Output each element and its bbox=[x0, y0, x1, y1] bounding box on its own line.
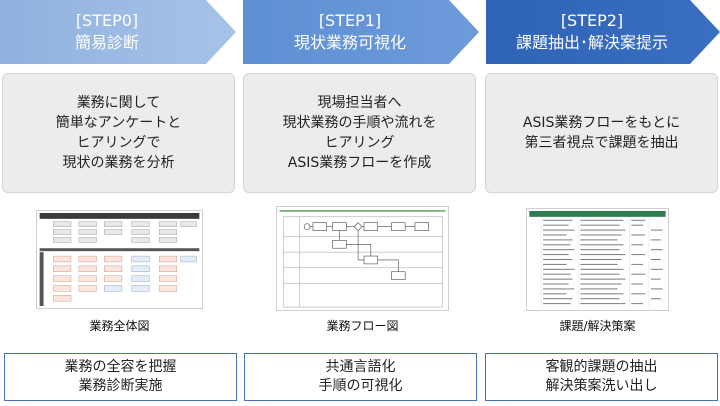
step0-chevron: [STEP0] 簡易診断 bbox=[0, 0, 236, 64]
step2-description-box: ASIS業務フローをもとに 第三者視点で課題を抽出 bbox=[485, 73, 718, 193]
step1-result-line: 手順の可視化 bbox=[318, 378, 403, 394]
step1-description-line: 現場担当者へ bbox=[317, 95, 402, 111]
business-overview-thumbnail bbox=[36, 210, 203, 309]
step2-title: 課題抽出･解決案提示 bbox=[515, 33, 668, 52]
step0-title: 簡易診断 bbox=[74, 33, 139, 52]
step2-chevron: [STEP2] 課題抽出･解決案提示 bbox=[486, 0, 720, 64]
step0-result-line: 業務の全容を把握 bbox=[64, 359, 177, 375]
step1-caption: 業務フロー図 bbox=[326, 319, 399, 333]
issue-table-image bbox=[527, 209, 668, 310]
step0-description-line: 業務に関して bbox=[76, 95, 161, 111]
step2-result-line: 解決策案洗い出し bbox=[545, 378, 658, 394]
business-flow-image bbox=[277, 207, 448, 310]
step2-code: [STEP2] bbox=[560, 11, 624, 30]
step0-description-line: ヒアリングで bbox=[76, 135, 161, 151]
step1-description-line: ヒアリング bbox=[324, 135, 395, 151]
step0-description-line: 現状の業務を分析 bbox=[62, 155, 175, 171]
step1-title: 現状業務可視化 bbox=[293, 33, 406, 52]
step0-description-line: 簡単なアンケートと bbox=[55, 115, 182, 131]
step1-description-line: ASIS業務フローを作成 bbox=[287, 155, 432, 171]
step0-result-line: 業務診断実施 bbox=[78, 378, 163, 394]
business-overview-image bbox=[37, 211, 202, 308]
step0-caption: 業務全体図 bbox=[89, 319, 150, 333]
step2-description-line: ASIS業務フローをもとに bbox=[522, 115, 681, 131]
step2-result-box: 客観的課題の抽出 解決策案洗い出し bbox=[485, 353, 718, 401]
step0-description-box: 業務に関して 簡単なアンケートと ヒアリングで 現状の業務を分析 bbox=[2, 73, 235, 193]
business-flow-thumbnail bbox=[276, 206, 449, 311]
step0-result-box: 業務の全容を把握 業務診断実施 bbox=[4, 353, 237, 401]
step1-description-line: 現状業務の手順や流れを bbox=[282, 115, 437, 131]
step0-code: [STEP0] bbox=[75, 11, 139, 30]
step2-result-line: 客観的課題の抽出 bbox=[545, 359, 658, 375]
step1-code: [STEP1] bbox=[318, 11, 382, 30]
step2-caption: 課題/解決策案 bbox=[559, 319, 636, 333]
step1-result-line: 共通言語化 bbox=[325, 359, 396, 375]
issue-table-thumbnail bbox=[526, 208, 669, 311]
step1-description-box: 現場担当者へ 現状業務の手順や流れを ヒアリング ASIS業務フローを作成 bbox=[243, 73, 476, 193]
step1-result-box: 共通言語化 手順の可視化 bbox=[244, 353, 477, 401]
step1-chevron: [STEP1] 現状業務可視化 bbox=[243, 0, 479, 64]
step2-description-line: 第三者視点で課題を抽出 bbox=[524, 135, 679, 151]
